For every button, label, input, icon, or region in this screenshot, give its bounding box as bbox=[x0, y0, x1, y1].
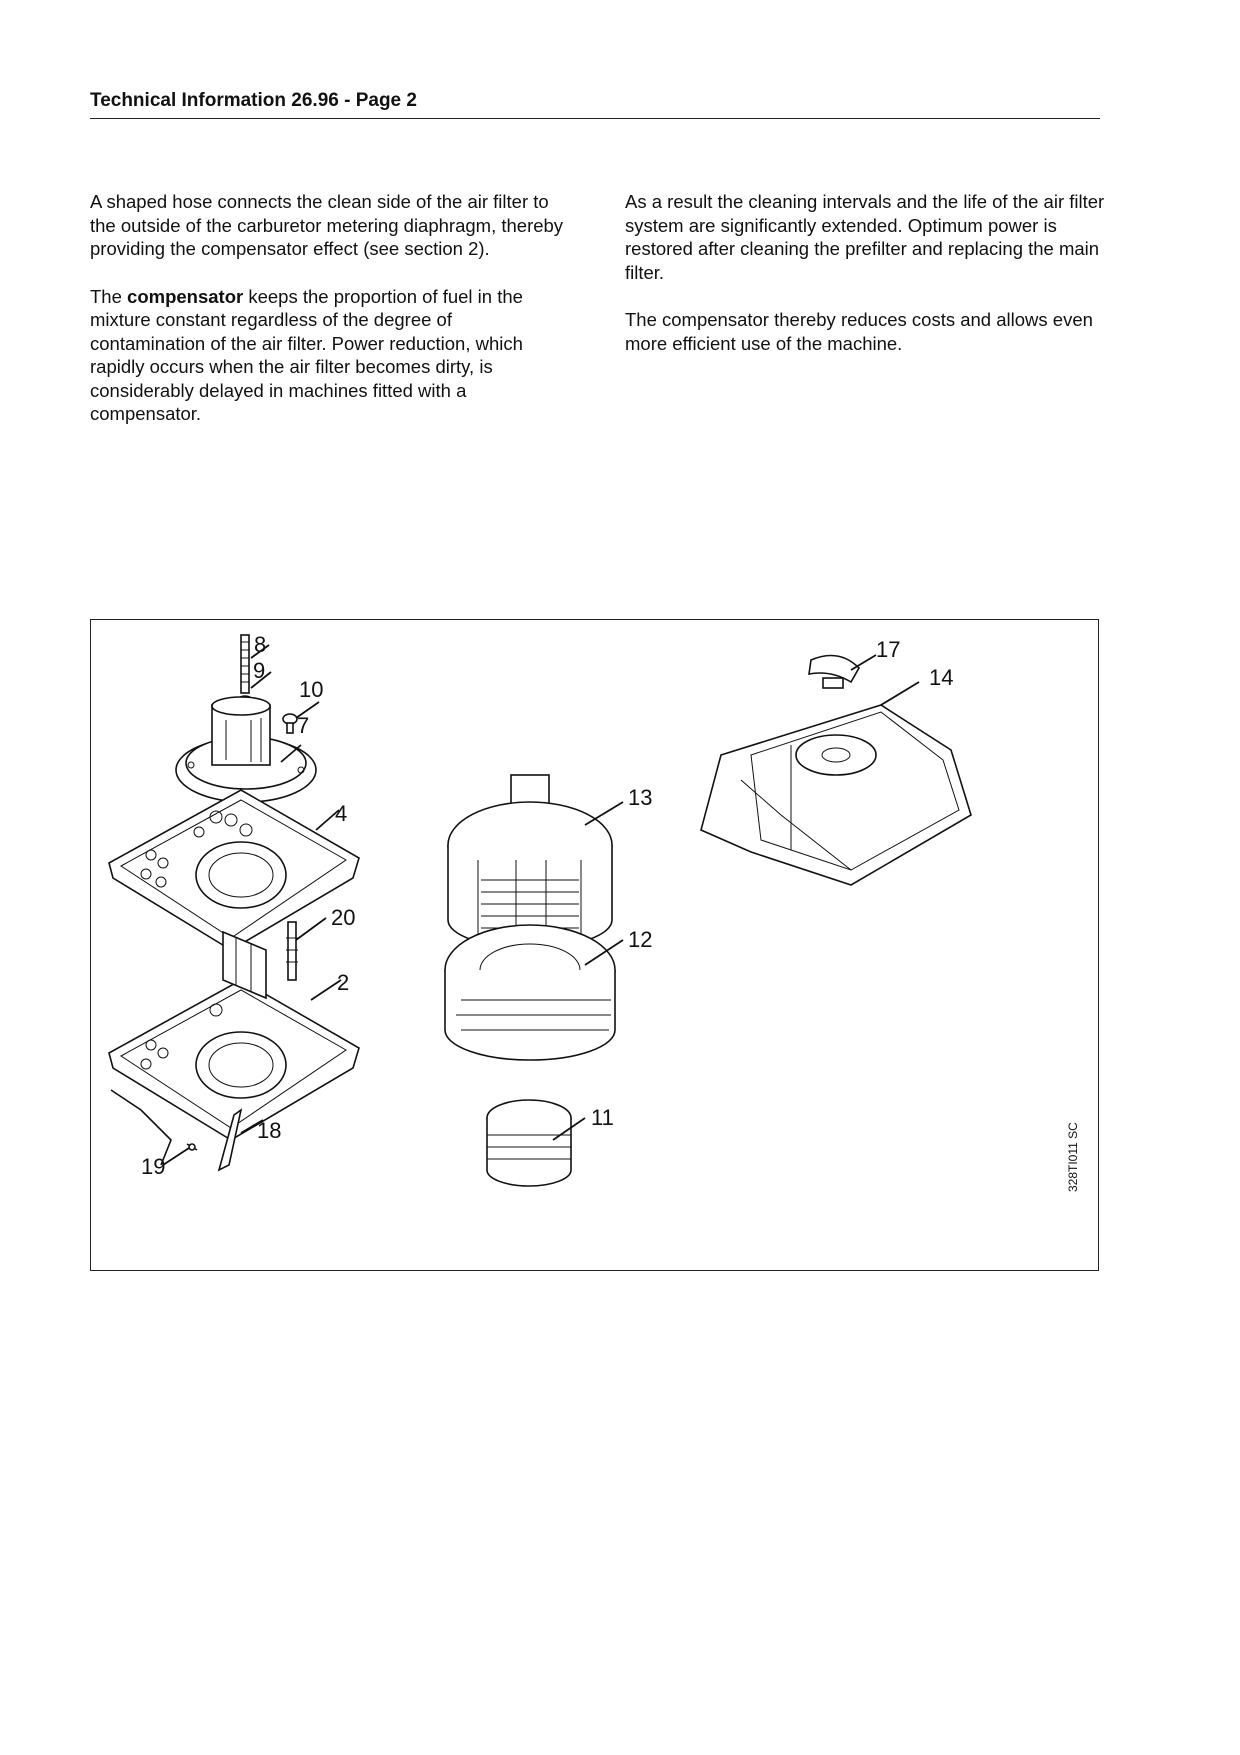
stud-part-8 bbox=[240, 634, 250, 694]
gasket-plate-part-4 bbox=[108, 789, 360, 951]
callout-4: 4 bbox=[335, 801, 347, 826]
callout-12: 12 bbox=[628, 927, 652, 952]
page-header: Technical Information 26.96 - Page 2 bbox=[90, 90, 1100, 119]
lever-part-18 bbox=[217, 1108, 243, 1172]
carburetor-plate-part-2 bbox=[108, 930, 360, 1166]
callout-10: 10 bbox=[299, 677, 323, 702]
left-column: A shaped hose connects the clean side of… bbox=[90, 190, 572, 450]
figure-code: 328TI011 SC bbox=[1066, 1122, 1080, 1192]
screw-part-19 bbox=[186, 1143, 198, 1151]
left-paragraph-2-prefix: The bbox=[90, 285, 128, 307]
nipple-part-20 bbox=[286, 921, 298, 981]
left-paragraph-2-rest: keeps the proportion of fuel in the mixt… bbox=[90, 285, 523, 425]
right-paragraph-1: As a result the cleaning intervals and t… bbox=[625, 191, 1105, 283]
header-title: Technical Information 26.96 - Page 2 bbox=[90, 90, 417, 111]
callout-20: 20 bbox=[331, 905, 355, 930]
callout-18: 18 bbox=[257, 1118, 281, 1143]
left-paragraph-1: A shaped hose connects the clean side of… bbox=[90, 191, 564, 259]
callout-17: 17 bbox=[876, 637, 900, 662]
callout-2: 2 bbox=[337, 970, 349, 995]
right-column: As a result the cleaning intervals and t… bbox=[625, 190, 1107, 379]
screw-part-10 bbox=[282, 713, 298, 734]
callout-14: 14 bbox=[929, 665, 953, 690]
exploded-view-figure: 8 9 10 7 4 20 2 18 19 13 12 11 17 14 328… bbox=[90, 619, 1099, 1271]
callout-9: 9 bbox=[253, 658, 265, 683]
wing-nut-part-17 bbox=[808, 654, 860, 689]
prefilter-part-13 bbox=[447, 774, 613, 949]
right-paragraph-2: The compensator thereby reduces costs an… bbox=[625, 309, 1093, 354]
filter-cover-part-14 bbox=[700, 704, 972, 886]
main-filter-part-12 bbox=[444, 924, 616, 1061]
compensator-term: compensator bbox=[127, 285, 244, 307]
callout-8: 8 bbox=[254, 632, 266, 657]
exploded-view-drawing: 8 9 10 7 4 20 2 18 19 13 12 11 17 14 328… bbox=[108, 632, 1080, 1192]
callout-19: 19 bbox=[141, 1154, 165, 1179]
compensator-housing-part-7 bbox=[175, 696, 317, 803]
callout-7: 7 bbox=[297, 713, 309, 738]
left-paragraph-2: The compensator keeps the proportion of … bbox=[90, 285, 572, 426]
filter-screen-part-11 bbox=[486, 1099, 572, 1187]
callout-11: 11 bbox=[591, 1105, 614, 1130]
callout-13: 13 bbox=[628, 785, 652, 810]
